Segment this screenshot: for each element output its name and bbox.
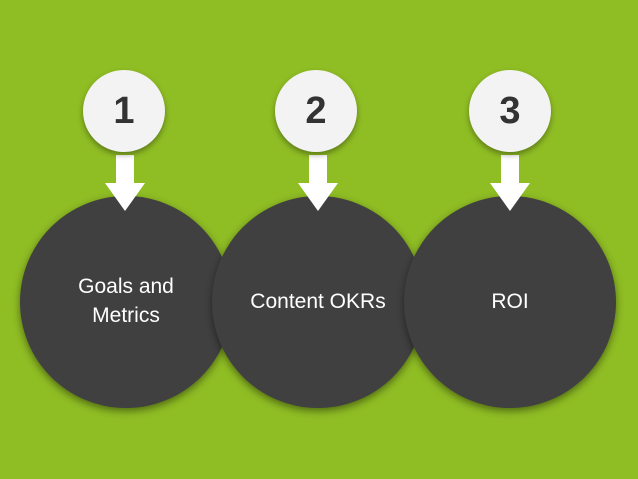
down-arrow-icon — [298, 155, 338, 211]
step-2-label-line1: Content OKRs — [250, 289, 386, 313]
step-1-number: 1 — [113, 89, 135, 132]
step-1-number-badge: 1 — [83, 70, 165, 152]
down-arrow-icon — [105, 155, 145, 211]
step-1-label-line1: Goals and — [78, 275, 174, 298]
step-3-circle: ROI — [404, 196, 616, 408]
step-1-label: Goals and Metrics — [78, 272, 174, 330]
step-3-label: ROI — [491, 287, 528, 316]
step-2-circle: Content OKRs — [212, 196, 424, 408]
step-2-number-badge: 2 — [275, 70, 357, 152]
step-1-label-line2: Metrics — [92, 304, 160, 327]
step-3-number: 3 — [499, 89, 521, 132]
step-3-number-badge: 3 — [469, 70, 551, 152]
down-arrow-icon — [490, 155, 530, 211]
step-2-label: Content OKRs — [250, 287, 385, 316]
step-2-number: 2 — [305, 89, 327, 132]
step-3-label-line1: ROI — [491, 289, 529, 313]
step-1-circle: Goals and Metrics — [20, 196, 232, 408]
